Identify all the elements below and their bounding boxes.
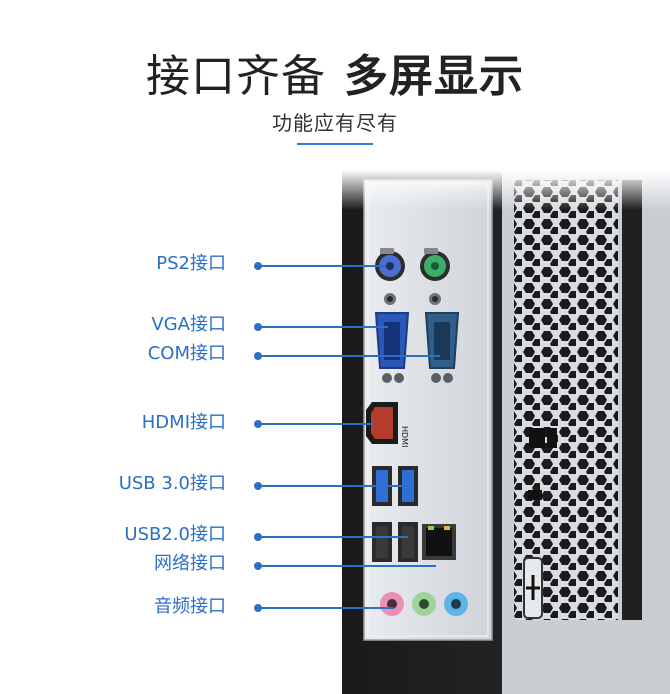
computer-rear-illustration: HDMI [342,170,670,694]
leader-usb3 [258,485,414,487]
label-vga: VGA接口 [151,314,226,335]
headline-part2: 多屏显示 [344,51,524,102]
leader-ps2 [258,265,386,267]
audio-ports [380,592,468,616]
usb2-ports [372,522,418,562]
label-com: COM接口 [147,343,226,364]
title-underline [297,143,373,145]
ps2-ports [375,248,450,281]
subheadline: 功能应有尽有 [272,111,398,135]
leader-vga [258,326,388,328]
hdmi-port: HDMI [366,402,409,447]
leader-com [258,355,440,357]
vent-grill [514,180,618,620]
label-ps2: PS2接口 [156,253,226,274]
com-port [424,312,460,383]
label-audio: 音频接口 [154,596,226,617]
headline-part1: 接口齐备 [146,51,326,102]
leader-usb2 [258,536,408,538]
label-hdmi: HDMI接口 [141,412,226,433]
leader-audio [258,607,394,609]
leader-lan [258,565,436,567]
label-usb2: USB2.0接口 [124,524,226,545]
label-lan: 网络接口 [154,553,226,574]
headline: 接口齐备多屏显示 [0,40,670,104]
lan-port [422,524,456,560]
label-usb3: USB 3.0接口 [118,473,226,494]
leader-hdmi [258,423,374,425]
hdmi-label: HDMI [400,426,409,447]
side-rail [622,180,642,620]
